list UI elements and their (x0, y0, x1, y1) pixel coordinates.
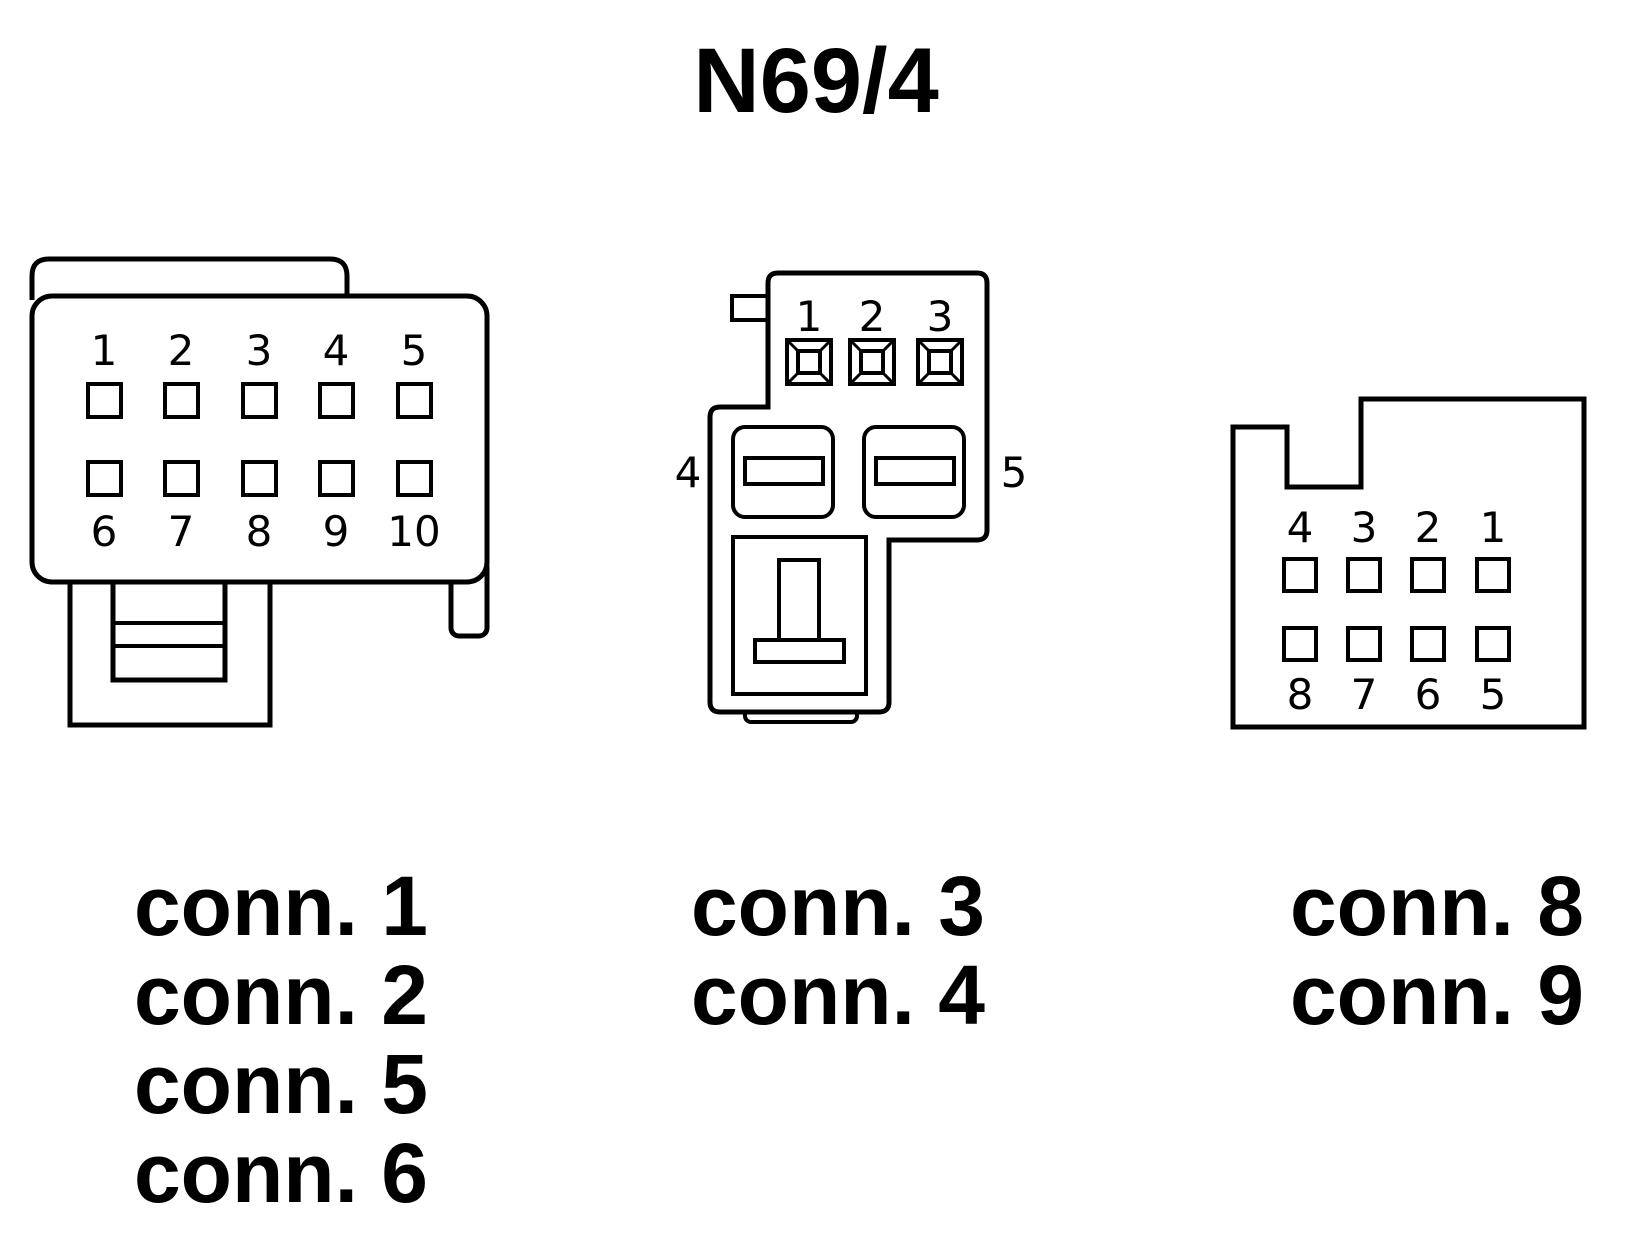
pin-cavity (163, 382, 200, 419)
pin-number: 6 (1415, 670, 1442, 719)
pin-number: 1 (796, 292, 823, 341)
pin-cavity (86, 382, 123, 419)
pin-cavity (1475, 557, 1511, 593)
pin-cavity (163, 460, 200, 497)
connector-label: conn. 8 (1290, 859, 1584, 953)
connector-label: conn. 2 (134, 948, 428, 1042)
pin-number: 4 (675, 448, 702, 497)
pin-cavity (318, 382, 355, 419)
connector-a-latch-inner (110, 569, 228, 683)
pin-cavity (241, 382, 278, 419)
pin-cavity (1475, 626, 1511, 662)
connector-a: 1 2 3 4 5 6 7 8 9 10 (29, 256, 490, 728)
blade-terminal (743, 456, 825, 486)
pin-cavity (396, 382, 433, 419)
pin-number: 4 (323, 326, 350, 375)
pin-number: 8 (1287, 670, 1314, 719)
connector-label: conn. 5 (134, 1037, 428, 1131)
pin-number: 1 (91, 326, 118, 375)
connector-label: conn. 3 (691, 859, 985, 953)
pin-number: 5 (401, 326, 428, 375)
connector-a-bottom-row: 6 7 8 9 10 (86, 460, 441, 556)
connector-a-back-tab (29, 256, 350, 300)
pin-cavity-beveled (848, 338, 896, 386)
pin-number: 4 (1287, 503, 1314, 552)
pin-number: 8 (246, 507, 273, 556)
pin-cavity (1346, 557, 1382, 593)
pin-number: 3 (1351, 503, 1378, 552)
pin-number: 7 (1351, 670, 1378, 719)
pin-cavity (1410, 557, 1446, 593)
pin-number: 6 (91, 507, 118, 556)
pin-number: 2 (859, 292, 886, 341)
pin-number: 2 (168, 326, 195, 375)
pin-number: 3 (927, 292, 954, 341)
pin-number: 5 (1001, 448, 1028, 497)
connector-b-latch-stem (777, 558, 821, 644)
pin-cavity (86, 460, 123, 497)
pin-number: 5 (1480, 670, 1507, 719)
pin-cavity-beveled (916, 338, 964, 386)
pin-cavity (241, 460, 278, 497)
pin-number: 1 (1480, 503, 1507, 552)
pin-number: 3 (246, 326, 273, 375)
connector-a-labels: conn. 1 conn. 2 conn. 5 conn. 6 (134, 859, 428, 1220)
pin-cavity (1346, 626, 1382, 662)
connector-c-labels: conn. 8 conn. 9 (1290, 859, 1584, 1042)
pin-number: 2 (1415, 503, 1442, 552)
pin-number: 9 (323, 507, 350, 556)
pin-cavity (1410, 626, 1446, 662)
connector-b-latch-bar (753, 638, 846, 664)
pin-cavity-beveled (785, 338, 833, 386)
connector-a-body (29, 293, 490, 585)
connector-label: conn. 6 (134, 1126, 428, 1220)
pin-number: 7 (168, 507, 195, 556)
diagram-title: N69/4 (693, 30, 939, 132)
pin-cavity (318, 460, 355, 497)
connector-b: 1 2 3 (675, 270, 1028, 724)
connector-label: conn. 4 (691, 948, 985, 1042)
pin-number: 10 (387, 507, 440, 556)
connector-label: conn. 9 (1290, 948, 1584, 1042)
pin-cavity (396, 460, 433, 497)
connector-c: 4 3 2 1 8 7 6 5 (1230, 396, 1587, 730)
pin-cavity (1282, 626, 1318, 662)
connector-a-top-row: 1 2 3 4 5 (86, 326, 433, 419)
connector-label: conn. 1 (134, 859, 428, 953)
connector-b-labels: conn. 3 conn. 4 (691, 859, 985, 1042)
pin-cavity (1282, 557, 1318, 593)
blade-terminal (874, 456, 956, 486)
